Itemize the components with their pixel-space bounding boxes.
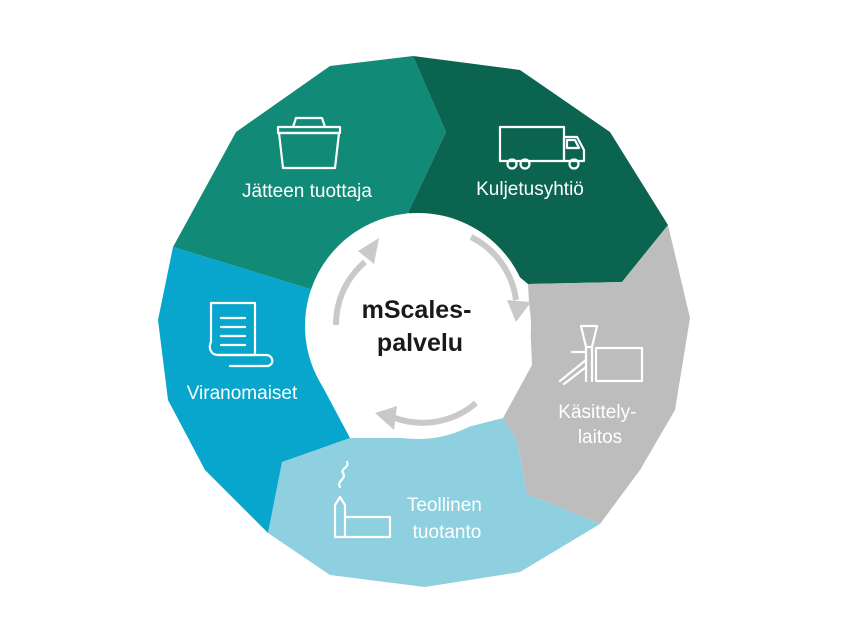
segment-label: Kuljetusyhtiö: [476, 179, 584, 200]
center-circle: [305, 213, 531, 439]
segment-label: Viranomaiset: [187, 383, 298, 404]
center-label-line: mScales-: [362, 296, 472, 324]
segment-label-line: Käsittely-: [558, 402, 636, 423]
cycle-arrow: [469, 234, 519, 301]
cycle-arrow: [332, 259, 367, 326]
arrowhead: [375, 406, 397, 430]
segment-label: Käsittely- laitos: [558, 402, 641, 448]
segment-kuljetusyhtio: Kuljetusyhtiö: [408, 56, 668, 284]
segment-label-line: Kuljetusyhtiö: [476, 179, 584, 200]
cycle-arrow: [393, 400, 478, 426]
segment-teollinen-tuotanto: Teollinen tuotanto: [268, 418, 600, 587]
segment-shape: [158, 247, 350, 533]
truck-icon: [498, 125, 586, 170]
segment-label: Teollinen tuotanto: [407, 495, 487, 543]
arrowhead: [507, 300, 531, 322]
segment-shape: [173, 56, 446, 290]
center-label: mScales- palvelu: [362, 296, 479, 357]
segment-viranomaiset: Viranomaiset: [158, 247, 350, 533]
center-label-line: palvelu: [377, 329, 463, 357]
segment-label-line: Viranomaiset: [187, 383, 298, 404]
segment-label-line: Teollinen: [407, 495, 482, 516]
cycle-arrows: [332, 234, 531, 430]
segment-label: Jätteen tuottaja: [242, 181, 372, 202]
segment-shape: [268, 418, 600, 587]
document-scroll-icon: [208, 301, 274, 368]
segment-label-line: Jätteen tuottaja: [242, 181, 372, 202]
factory-icon: [333, 460, 392, 539]
waste-bin-icon: [276, 116, 342, 170]
segment-label-line: laitos: [578, 427, 622, 448]
segment-shape: [408, 56, 668, 284]
arrowhead: [358, 238, 379, 264]
segment-jatteen-tuottaja: Jätteen tuottaja: [173, 56, 446, 290]
processing-plant-icon: [558, 324, 644, 386]
segment-kasittelylaitos: Käsittely- laitos: [503, 225, 690, 524]
segment-label-line: tuotanto: [413, 522, 482, 543]
